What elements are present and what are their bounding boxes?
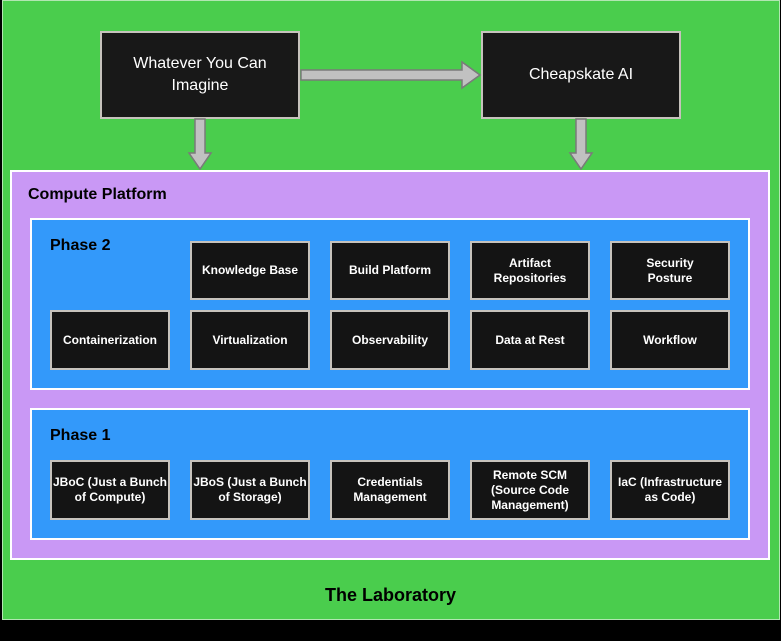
node-credentials-management: Credentials Management xyxy=(330,460,450,520)
node-artifact-repositories: Artifact Repositories xyxy=(470,241,590,300)
node-data-at-rest: Data at Rest xyxy=(470,310,590,370)
node-knowledge-base: Knowledge Base xyxy=(190,241,310,300)
node-containerization: Containerization xyxy=(50,310,170,370)
node-iac: IaC (Infrastructure as Code) xyxy=(610,460,730,520)
node-jboc: JBoC (Just a Bunch of Compute) xyxy=(50,460,170,520)
node-security-posture: Security Posture xyxy=(610,241,730,300)
node-observability: Observability xyxy=(330,310,450,370)
phase-2-title: Phase 2 xyxy=(50,237,111,254)
laboratory-title: The Laboratory xyxy=(324,585,457,605)
phase-2-container: Phase 2 Knowledge Base Build Platform Ar… xyxy=(30,218,750,390)
compute-platform-title: Compute Platform xyxy=(28,186,167,203)
node-whatever-you-can-imagine: Whatever You Can Imagine xyxy=(100,31,300,119)
node-build-platform: Build Platform xyxy=(330,241,450,300)
node-cheapskate-ai: Cheapskate AI xyxy=(481,31,681,119)
node-remote-scm: Remote SCM (Source Code Management) xyxy=(470,460,590,520)
phase-1-container: Phase 1 JBoC (Just a Bunch of Compute) J… xyxy=(30,408,750,540)
node-virtualization: Virtualization xyxy=(190,310,310,370)
node-jbos: JBoS (Just a Bunch of Storage) xyxy=(190,460,310,520)
compute-platform-container: Compute Platform Phase 2 Knowledge Base … xyxy=(10,170,770,560)
node-workflow: Workflow xyxy=(610,310,730,370)
phase-1-title: Phase 1 xyxy=(50,427,111,444)
